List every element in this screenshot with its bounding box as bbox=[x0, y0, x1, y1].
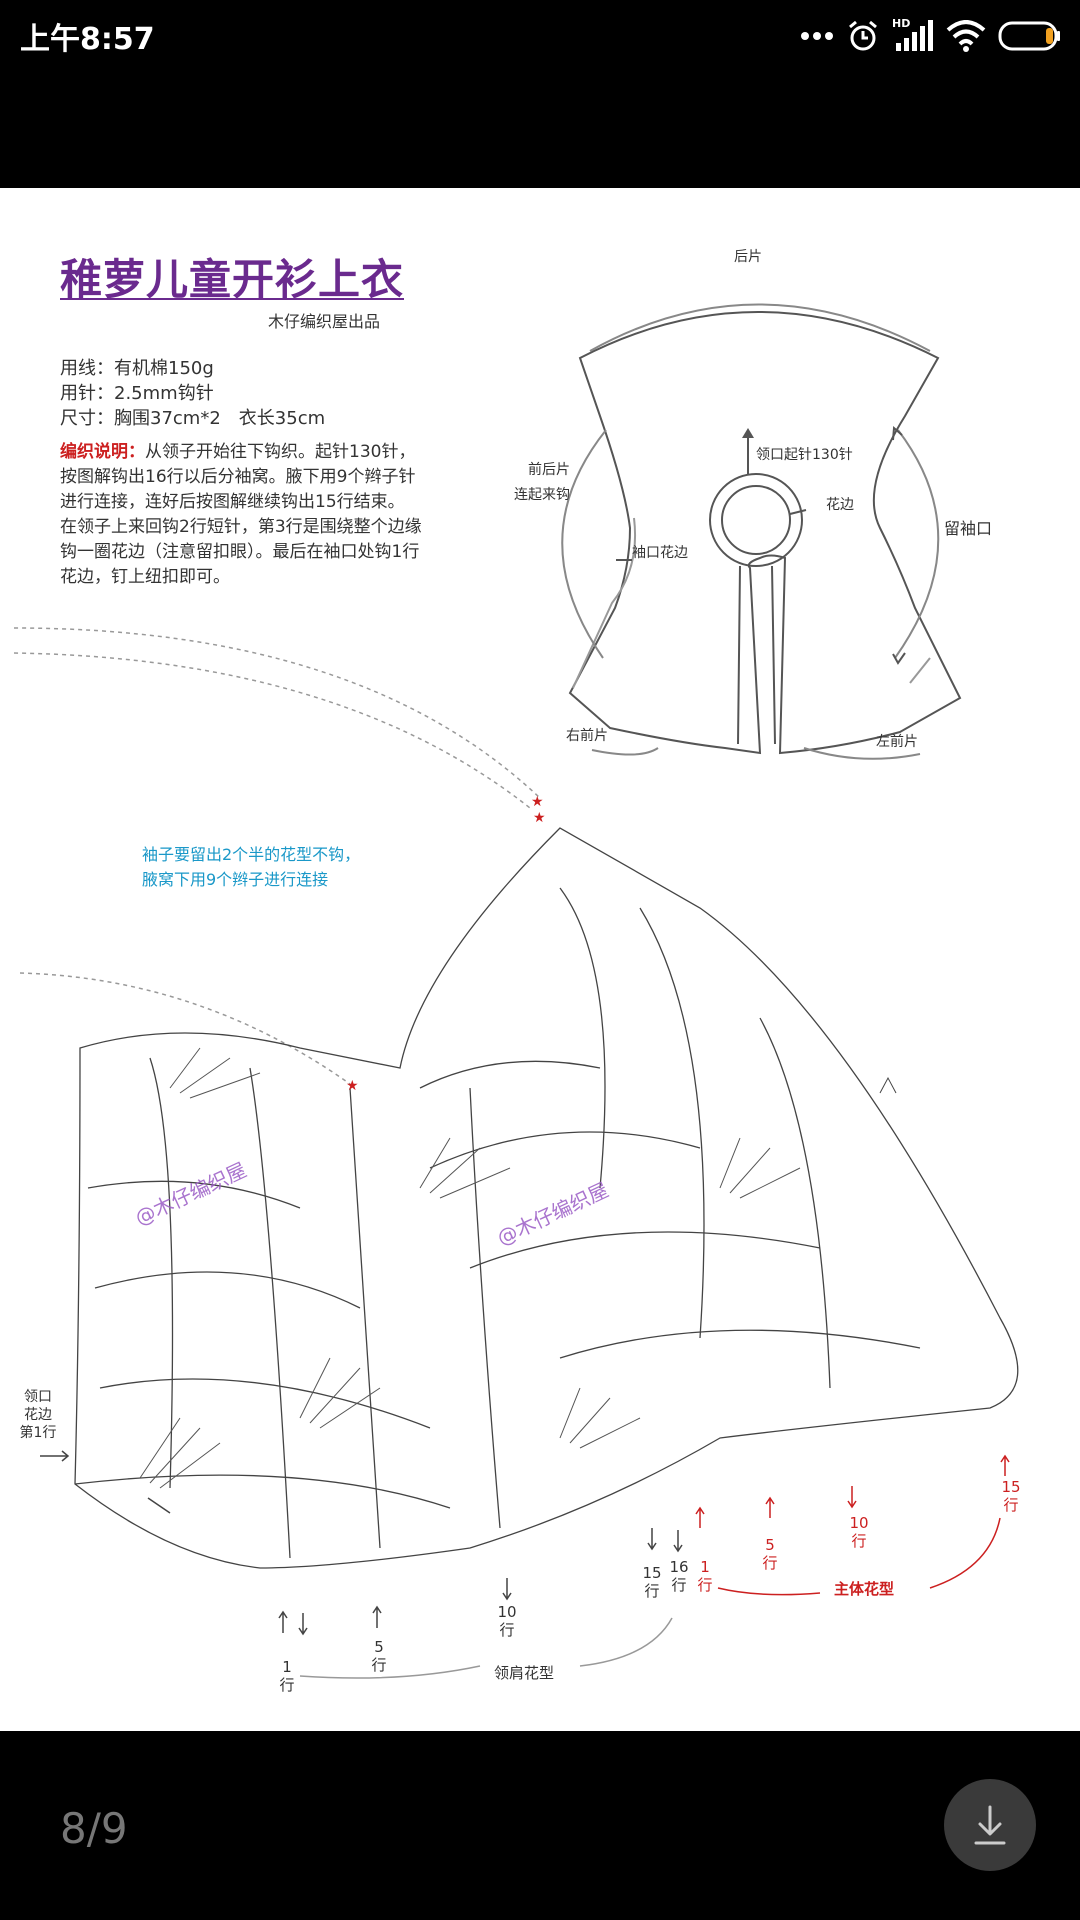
crochet-chart bbox=[74, 827, 1019, 1569]
pattern-image: 稚萝儿童开衫上衣 木仔编织屋出品 用线：有机棉150g 用针：2.5mm钩针 尺… bbox=[0, 188, 1080, 1731]
label-left-front: 左前片 bbox=[876, 734, 918, 750]
label-edging: 花边 bbox=[826, 497, 854, 513]
pattern-title: 稚萝儿童开衫上衣 bbox=[60, 255, 405, 304]
label-sleeve-opening: 留袖口 bbox=[944, 519, 993, 538]
chart-note-line: 袖子要留出2个半的花型不钩， bbox=[142, 845, 361, 864]
battery-icon bbox=[998, 21, 1060, 51]
download-icon bbox=[974, 1805, 1006, 1845]
label-back: 后片 bbox=[734, 249, 762, 265]
label-right-front: 右前片 bbox=[566, 728, 608, 744]
label-cuff-edging: 袖口花边 bbox=[632, 545, 688, 561]
instructions-line: 进行连接，连好后按图解继续钩出15行结束。 bbox=[60, 492, 405, 512]
garment-schematic bbox=[561, 303, 962, 760]
instructions-line: 花边，钉上纽扣即可。 bbox=[60, 567, 230, 587]
download-button[interactable] bbox=[944, 1779, 1036, 1871]
alarm-icon bbox=[849, 20, 877, 51]
crochet-drawing: ★ ★ ★ bbox=[13, 303, 1019, 1679]
spec-size: 尺寸：胸围37cm*2 衣长35cm bbox=[60, 408, 326, 429]
label-front-back-2: 连起来钩 bbox=[514, 487, 570, 503]
guide-lines bbox=[13, 627, 541, 1085]
star-icon: ★ bbox=[346, 1078, 359, 1094]
star-markers: ★ ★ ★ bbox=[346, 794, 546, 1094]
chart-fans bbox=[139, 1047, 801, 1489]
signal-icon: HD bbox=[892, 17, 934, 53]
row-arrows-red bbox=[695, 1454, 1010, 1596]
instructions-lead: 编织说明： bbox=[60, 442, 145, 462]
star-icon: ★ bbox=[531, 794, 544, 810]
instructions-line: 在领子上来回钩2行短针，第3行是围绕整个边缘 bbox=[60, 517, 422, 537]
yoke-label: 领肩花型 bbox=[494, 1664, 555, 1682]
instructions-line: 从领子开始往下钩织。起针130针， bbox=[145, 442, 416, 462]
instructions-line: 钩一圈花边（注意留扣眼）。最后在袖口处钩1行 bbox=[60, 542, 420, 562]
row-arrows bbox=[40, 1450, 683, 1636]
label-collar-start: 领口起针130针 bbox=[756, 447, 853, 463]
label-front-back-1: 前后片 bbox=[528, 462, 570, 478]
chart-note: 袖子要留出2个半的花型不钩， 腋窝下用9个辫子进行连接 bbox=[142, 842, 360, 892]
body-label: 主体花型 bbox=[834, 1580, 895, 1598]
pattern-subtitle: 木仔编织屋出品 bbox=[268, 312, 381, 331]
wifi-icon bbox=[946, 20, 986, 52]
status-icons: HD bbox=[800, 16, 1062, 56]
instructions: 编织说明：从领子开始往下钩织。起针130针， 按图解钩出16行以后分袖窝。腋下用… bbox=[60, 440, 480, 590]
chart-note-line: 腋窝下用9个辫子进行连接 bbox=[142, 870, 329, 889]
star-icon: ★ bbox=[533, 810, 546, 826]
yoke-bracket bbox=[299, 1617, 673, 1679]
page-indicator: 8/9 bbox=[60, 1804, 128, 1853]
collar-row-label: 领口 花边 第1行 bbox=[19, 1389, 57, 1441]
instructions-line: 按图解钩出16行以后分袖窝。腋下用9个辫子针 bbox=[60, 467, 416, 487]
corner-arrow bbox=[879, 1076, 897, 1094]
title-underline bbox=[60, 298, 404, 300]
more-dots-icon bbox=[801, 32, 833, 40]
spec-yarn: 用线：有机棉150g bbox=[60, 358, 214, 379]
hd-label: HD bbox=[892, 17, 911, 30]
spec-hook: 用针：2.5mm钩针 bbox=[60, 383, 214, 404]
status-time: 上午8:57 bbox=[20, 22, 155, 57]
spec-list: 用线：有机棉150g 用针：2.5mm钩针 尺寸：胸围37cm*2 衣长35cm bbox=[60, 356, 325, 431]
status-bar: 上午8:57 HD bbox=[0, 0, 1080, 72]
